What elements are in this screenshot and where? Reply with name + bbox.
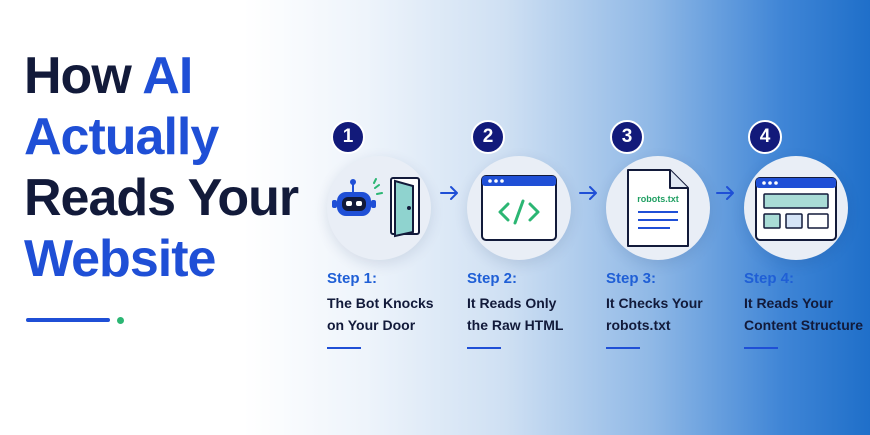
step-4-underline (744, 347, 778, 349)
step-1-label: Step 1: (327, 270, 378, 287)
title-line-2: Actually (24, 108, 219, 166)
step-2-badge: 2 (471, 120, 505, 154)
step-4-description: It Reads Your Content Structure (744, 292, 863, 336)
title-accent-ai: AI (142, 47, 193, 105)
step-3-badge: 3 (610, 120, 644, 154)
title-line-4: Website (24, 230, 216, 288)
arrow-right-icon (579, 186, 597, 200)
step-4-desc-line-1: It Reads Your (744, 295, 833, 311)
step-3-desc-line-2: robots.txt (606, 317, 671, 333)
step-4-circle (744, 156, 848, 260)
step-4-badge: 4 (748, 120, 782, 154)
title-line-3: Reads Your (24, 169, 299, 227)
step-2-label: Step 2: (467, 270, 518, 287)
step-3-underline (606, 347, 640, 349)
step-2-desc-line-2: the Raw HTML (467, 317, 564, 333)
step-2-desc-line-1: It Reads Only (467, 295, 557, 311)
step-3-label: Step 3: (606, 270, 657, 287)
step-4-label: Step 4: (744, 270, 795, 287)
arrow-right-icon (440, 186, 458, 200)
robots-file-icon (627, 169, 689, 247)
step-3-desc-line-1: It Checks Your (606, 295, 703, 311)
step-1-desc-line-1: The Bot Knocks (327, 295, 434, 311)
step-4-desc-line-2: Content Structure (744, 317, 863, 333)
title-prefix: How (24, 47, 143, 105)
code-window-icon (481, 175, 557, 241)
arrow-right-icon (716, 186, 734, 200)
step-2-circle (467, 156, 571, 260)
title-line-1: How AI (24, 46, 298, 107)
title-underline-dot (117, 317, 124, 324)
layout-window-icon (755, 177, 837, 241)
step-1-badge: 1 (331, 120, 365, 154)
step-1-underline (327, 347, 361, 349)
step-1-circle (327, 156, 431, 260)
step-3-circle: robots.txt (606, 156, 710, 260)
title-underline (26, 318, 110, 322)
step-3-description: It Checks Your robots.txt (606, 292, 703, 336)
step-1-desc-line-2: on Your Door (327, 317, 416, 333)
step-1-description: The Bot Knocks on Your Door (327, 292, 434, 336)
robot-door-icon (332, 177, 420, 238)
step-2-description: It Reads Only the Raw HTML (467, 292, 563, 336)
step-2-underline (467, 347, 501, 349)
robots-file-text: robots.txt (637, 194, 679, 204)
page-title: How AI Actually Reads Your Website (24, 46, 299, 290)
